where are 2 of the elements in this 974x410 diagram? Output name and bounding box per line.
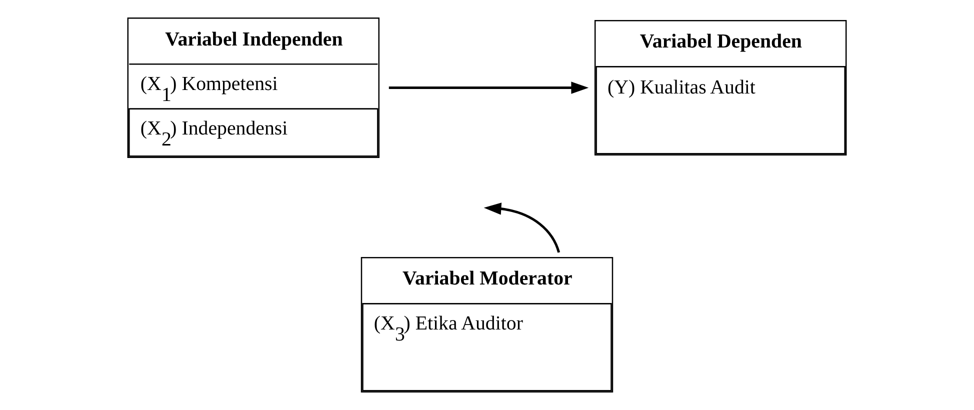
arrow [388,82,589,94]
arrow [484,202,560,253]
